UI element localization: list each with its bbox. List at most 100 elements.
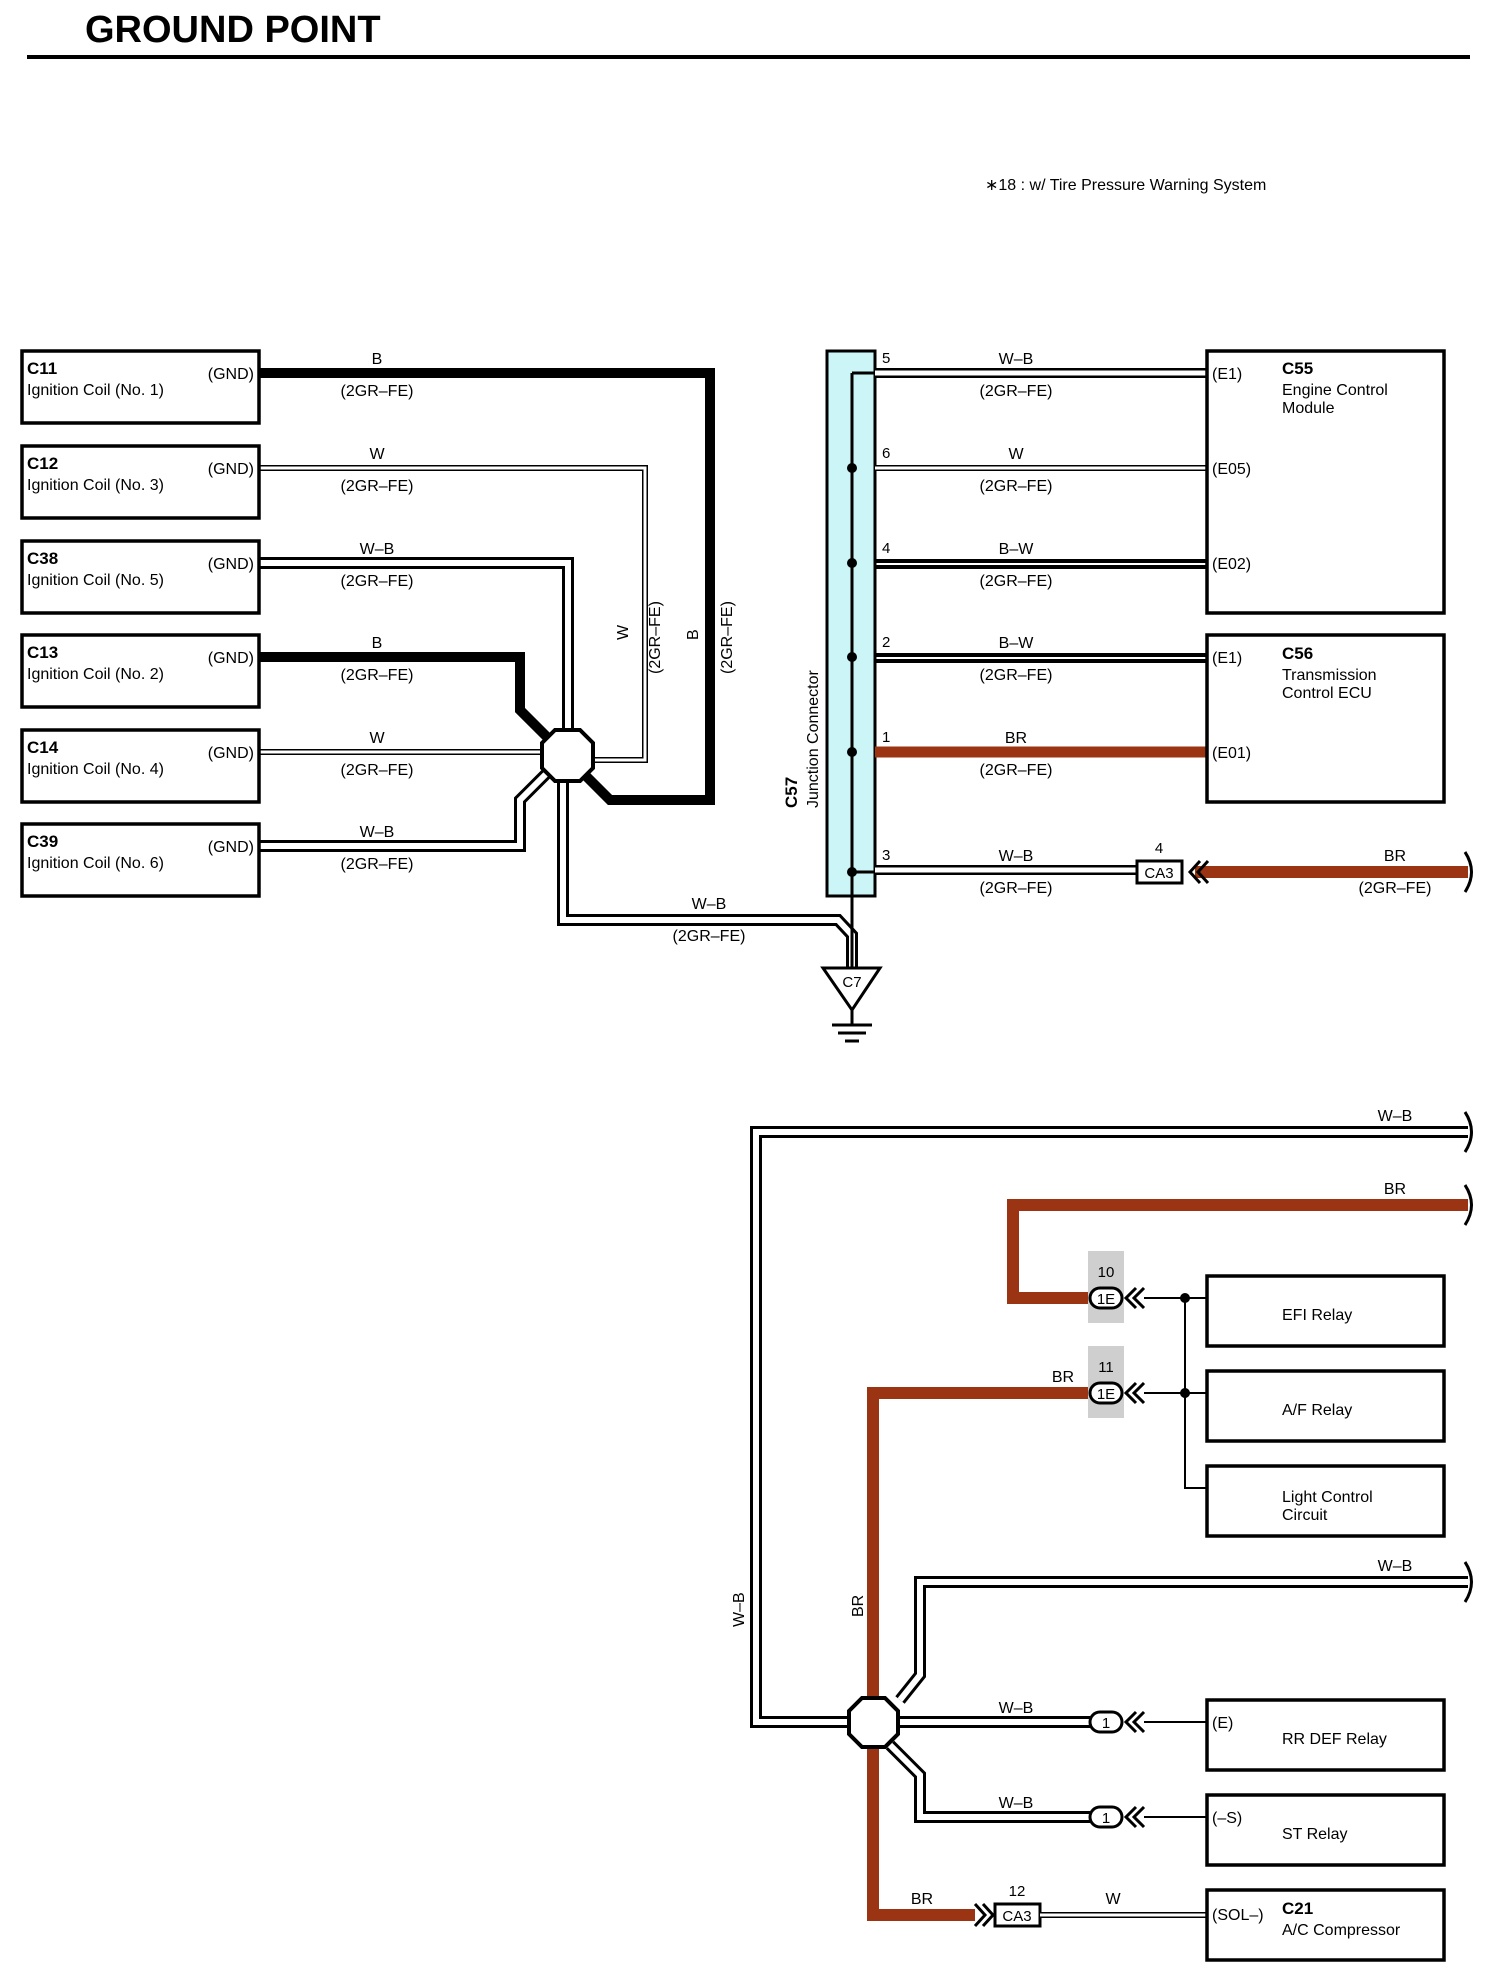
wire-c39-wb — [259, 767, 553, 852]
relay-pin: (–S) — [1212, 1810, 1242, 1827]
component-code: C38 — [27, 549, 58, 568]
ground-wire-sub: (2GR–FE) — [673, 928, 746, 945]
ecm-pin-e02: (E02) — [1212, 556, 1251, 573]
wire-label: W–B — [999, 351, 1034, 368]
component-af-relay: A/F Relay — [1205, 1369, 1446, 1443]
wire-sub-label: (2GR–FE) — [980, 478, 1053, 495]
component-st-relay: (–S) ST Relay — [1205, 1793, 1446, 1867]
connector-arrows — [1187, 859, 1210, 885]
vertical-wire-sub-w: (2GR–FE) — [647, 601, 664, 674]
relay-name-2: Circuit — [1282, 1507, 1328, 1524]
wire-sub-label: (2GR–FE) — [980, 880, 1053, 897]
junction-pin: 1 — [882, 729, 890, 746]
junction-pin: 4 — [882, 540, 890, 557]
component-light-control: Light Control Circuit — [1205, 1464, 1446, 1538]
component-name: Ignition Coil (No. 6) — [27, 855, 164, 872]
component-code: C11 — [27, 359, 57, 378]
vertical-wire-label-br: BR — [850, 1595, 867, 1617]
junction-name: Junction Connector — [805, 669, 822, 808]
wire-label: BR — [1384, 848, 1406, 865]
component-c11: C11 Ignition Coil (No. 1) (GND) — [20, 349, 261, 425]
vertical-wire-sub-b: (2GR–FE) — [719, 601, 736, 674]
component-pin: (GND) — [208, 745, 254, 762]
connector-rrdef — [1088, 1710, 1124, 1734]
ecm-name-2: Module — [1282, 400, 1335, 417]
junction-pin: 5 — [882, 350, 890, 367]
splice-point-lower — [847, 1696, 900, 1749]
connector-arrows — [1123, 1381, 1146, 1405]
wire-c11-b — [259, 368, 715, 805]
relay-pin: (E) — [1212, 1715, 1233, 1732]
component-efi-relay: EFI Relay — [1205, 1274, 1446, 1348]
component-pin: (GND) — [208, 650, 254, 667]
wire-label: B–W — [999, 541, 1035, 558]
relay-name: ST Relay — [1282, 1826, 1348, 1843]
compressor-code: C21 — [1282, 1899, 1313, 1918]
component-name: Ignition Coil (No. 5) — [27, 572, 164, 589]
splice-point — [540, 728, 595, 783]
tcm-pin-e01: (E01) — [1212, 745, 1251, 762]
component-c38: C38 Ignition Coil (No. 5) (GND) — [20, 539, 261, 615]
component-code: C13 — [27, 643, 58, 662]
wire-sub-label: (2GR–FE) — [980, 573, 1053, 590]
component-code: C39 — [27, 832, 58, 851]
component-name: Ignition Coil (No. 1) — [27, 382, 164, 399]
component-pin: (GND) — [208, 556, 254, 573]
component-name: Ignition Coil (No. 3) — [27, 477, 164, 494]
wire-label: W–B — [999, 1700, 1034, 1717]
wire-label: BR — [911, 1891, 933, 1908]
wire-lower-br-mid — [867, 1387, 1090, 1722]
component-name: Ignition Coil (No. 2) — [27, 666, 164, 683]
connector-st — [1088, 1805, 1124, 1829]
connector-arrows — [973, 1902, 996, 1928]
wire-label: W–B — [1378, 1108, 1413, 1125]
vertical-wire-label-wb: W–B — [731, 1592, 748, 1627]
wire-label: W — [1008, 446, 1024, 463]
component-c12: C12 Ignition Coil (No. 3) (GND) — [20, 444, 261, 520]
ground-c7: C7 — [820, 966, 883, 1043]
component-c14: C14 Ignition Coil (No. 4) (GND) — [20, 728, 261, 804]
wire-sub-label: (2GR–FE) — [980, 383, 1053, 400]
connector-ca3-top — [1135, 859, 1184, 885]
wire-break — [1463, 1184, 1473, 1226]
wire-sub-label: (2GR–FE) — [341, 383, 414, 400]
wire-sub-label: (2GR–FE) — [341, 762, 414, 779]
wire-break — [1463, 851, 1473, 893]
component-c21-ac-compressor: (SOL–) C21 A/C Compressor — [1205, 1888, 1446, 1962]
relay-name: RR DEF Relay — [1282, 1731, 1387, 1748]
wire-sub-label: (2GR–FE) — [980, 762, 1053, 779]
wire-label: B — [372, 635, 383, 652]
component-code: C14 — [27, 738, 59, 757]
wire-sub-label: (2GR–FE) — [341, 856, 414, 873]
connector-label: 1 — [1102, 1810, 1110, 1827]
wire-label: BR — [1005, 730, 1027, 747]
wire-sub-label: (2GR–FE) — [980, 667, 1053, 684]
component-c55-ecm: (E1) (E05) (E02) C55 Engine Control Modu… — [1205, 349, 1446, 615]
ecm-name-1: Engine Control — [1282, 382, 1388, 399]
connector-1e-a — [1088, 1286, 1124, 1310]
wire-c12-w — [259, 465, 648, 763]
wire-break — [1463, 1561, 1473, 1603]
wire-break — [1463, 1111, 1473, 1153]
component-pin: (GND) — [208, 839, 254, 856]
compressor-pin: (SOL–) — [1212, 1907, 1264, 1924]
component-rr-def-relay: (E) RR DEF Relay — [1205, 1698, 1446, 1772]
tcm-code: C56 — [1282, 644, 1313, 663]
wire-label: W–B — [999, 1795, 1034, 1812]
footnote: ∗18 : w/ Tire Pressure Warning System — [985, 177, 1266, 194]
compressor-name: A/C Compressor — [1282, 1922, 1401, 1939]
connector-label: 1E — [1097, 1386, 1115, 1403]
connector-label: CA3 — [1002, 1908, 1031, 1925]
component-pin: (GND) — [208, 366, 254, 383]
vertical-wire-label-w: W — [615, 624, 632, 640]
wire-label: B — [372, 351, 383, 368]
connector-arrows — [1123, 1286, 1146, 1310]
ecm-pin-e05: (E05) — [1212, 461, 1251, 478]
wire-label: W — [369, 730, 385, 747]
component-pin: (GND) — [208, 461, 254, 478]
connector-arrows — [1123, 1710, 1146, 1734]
connector-label: CA3 — [1144, 865, 1173, 882]
junction-pin: 3 — [882, 847, 890, 864]
wire-sub-label: (2GR–FE) — [341, 573, 414, 590]
